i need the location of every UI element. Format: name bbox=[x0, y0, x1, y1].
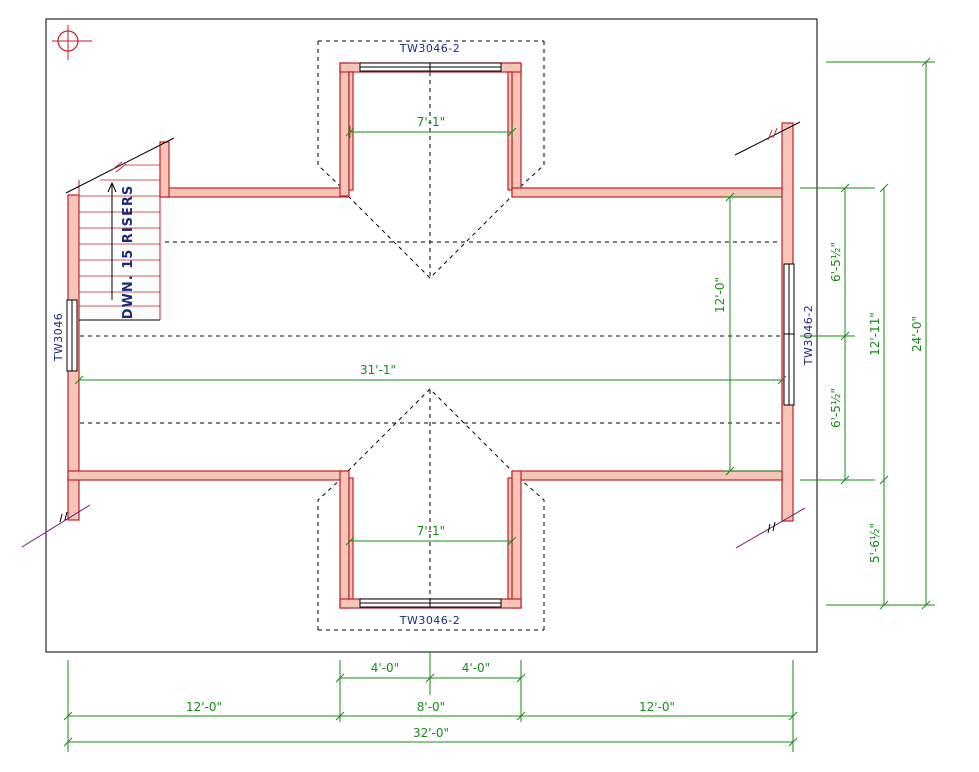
left-wall-window-label: TW3046 bbox=[52, 313, 65, 363]
dim-top-dormer-label: 7'-1" bbox=[417, 115, 445, 129]
dim-right-stack bbox=[800, 57, 935, 610]
dim-bottom-stack bbox=[63, 652, 798, 752]
dim-interior-height bbox=[724, 192, 782, 476]
dim-right-lower-label: 6'-5½" bbox=[829, 388, 843, 428]
dim-bottom-dormer bbox=[345, 536, 517, 546]
dim-right-overall-label: 24'-0" bbox=[910, 316, 924, 352]
origin-target-icon bbox=[52, 25, 92, 60]
dim-right-upper-label: 6'-5½" bbox=[829, 242, 843, 282]
dim-bottom-dormer-label: 7'-1" bbox=[417, 524, 445, 538]
bottom-dormer-valley bbox=[347, 388, 513, 472]
dim-right-bottom-label: 5'-6½" bbox=[868, 523, 882, 563]
dim-bottom-left-half-label: 4'-0" bbox=[371, 661, 399, 675]
stair-label: DWN. 15 RISERS bbox=[121, 185, 136, 320]
dim-interior-height-label: 12'-0" bbox=[713, 277, 727, 313]
stair-direction-arrow-icon bbox=[107, 181, 117, 300]
top-dormer-window bbox=[359, 62, 502, 72]
dim-bottom-center-label: 8'-0" bbox=[417, 700, 445, 714]
bottom-dormer-window-label: TW3046-2 bbox=[399, 614, 461, 627]
dim-bottom-overall-label: 32'-0" bbox=[413, 726, 449, 740]
bottom-dormer-window bbox=[359, 598, 502, 608]
right-wall-window bbox=[783, 263, 795, 406]
top-dormer-window-label: TW3046-2 bbox=[399, 42, 461, 55]
top-dormer-valley bbox=[347, 195, 513, 279]
dim-bottom-right-half-label: 4'-0" bbox=[462, 661, 490, 675]
dim-top-dormer bbox=[345, 126, 517, 138]
dim-interior-width bbox=[74, 375, 787, 385]
dim-interior-width-label: 31'-1" bbox=[360, 363, 396, 377]
dim-bottom-left-label: 12'-0" bbox=[186, 700, 222, 714]
top-dormer-roof-outline bbox=[317, 40, 545, 189]
left-wall-window bbox=[66, 299, 78, 372]
stair-treads bbox=[78, 160, 161, 321]
bottom-dormer-roof-outline bbox=[317, 477, 545, 631]
dim-bottom-right-label: 12'-0" bbox=[639, 700, 675, 714]
dim-right-middle-label: 12'-11" bbox=[868, 312, 882, 356]
break-lines bbox=[21, 121, 806, 549]
